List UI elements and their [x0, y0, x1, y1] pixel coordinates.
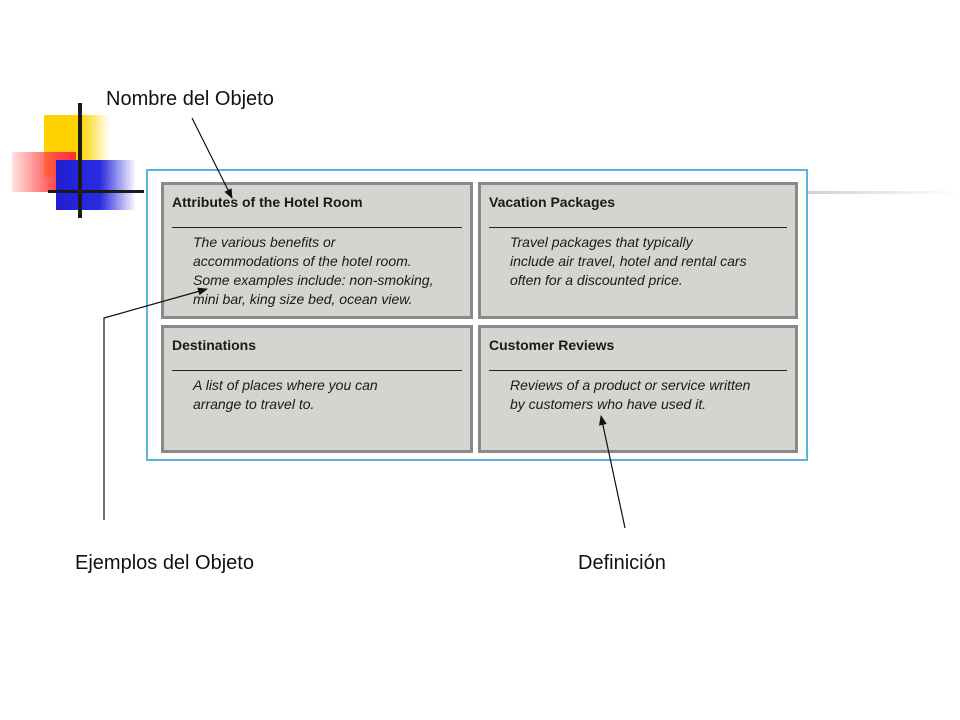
cell-definition: The various benefits or accommodations o…	[193, 234, 434, 307]
object-cell-destinations: Destinations A list of places where you …	[161, 325, 473, 453]
decorative-vertical-line	[78, 103, 82, 218]
decorative-horizontal-line	[48, 190, 144, 193]
cell-title: Attributes of the Hotel Room	[172, 194, 363, 210]
arrow-definition	[598, 415, 626, 529]
cell-title: Vacation Packages	[489, 194, 616, 210]
object-cell-vacation-packages: Vacation Packages Travel packages that t…	[478, 182, 798, 319]
label-object-name: Nombre del Objeto	[106, 88, 274, 110]
arrow-object-examples	[103, 287, 208, 520]
cell-divider	[489, 227, 787, 228]
label-definition: Definición	[578, 552, 666, 574]
cell-title: Destinations	[172, 337, 257, 353]
object-cell-hotel-room: Attributes of the Hotel Room The various…	[161, 182, 473, 319]
cell-divider	[172, 227, 462, 228]
decorative-fading-line	[800, 191, 960, 194]
cell-definition: A list of places where you can arrange t…	[193, 377, 378, 412]
label-object-examples: Ejemplos del Objeto	[75, 552, 254, 574]
decorative-blue-square	[56, 160, 136, 210]
cell-divider	[489, 370, 787, 371]
cell-definition: Reviews of a product or service written …	[510, 377, 751, 412]
cell-title: Customer Reviews	[489, 337, 615, 353]
cell-divider	[172, 370, 462, 371]
object-cell-customer-reviews: Customer Reviews Reviews of a product or…	[478, 325, 798, 453]
cell-definition: Travel packages that typically include a…	[510, 234, 747, 288]
arrow-object-name	[191, 117, 233, 199]
object-diagram-frame: Attributes of the Hotel Room The various…	[146, 169, 808, 461]
